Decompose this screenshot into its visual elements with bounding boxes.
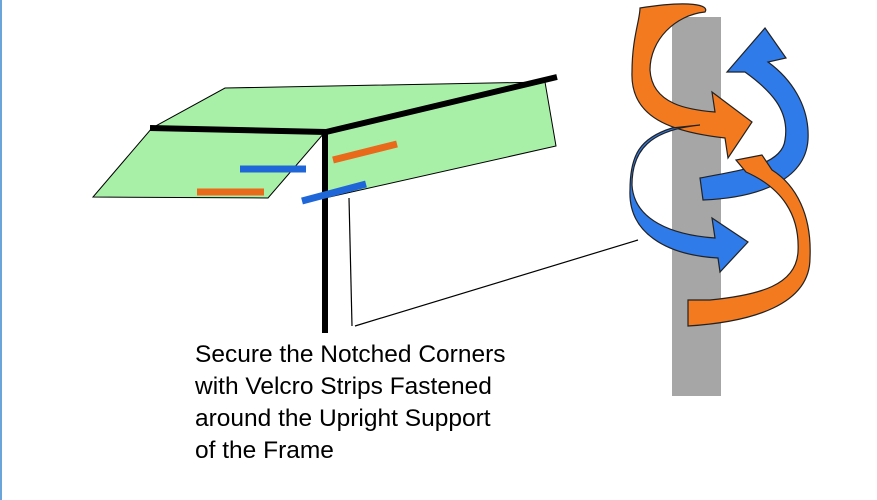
callout-line-diagonal <box>354 239 639 327</box>
caption-line-2: with Velcro Strips Fastened <box>195 373 492 400</box>
velcro-strip-blue-right <box>301 180 367 205</box>
frame-beam-right <box>325 74 558 135</box>
canopy-left-panel <box>91 127 327 199</box>
diagram-caption: Secure the Notched Corners with Velcro S… <box>195 339 595 467</box>
blue-wrap-arrow-top <box>699 27 809 201</box>
orange-wrap-arrow-bottom <box>687 154 811 327</box>
upright-support-post <box>672 17 721 396</box>
orange-wrap-arrow-top <box>631 3 753 160</box>
frame-beam-left <box>149 125 327 135</box>
left-border-line <box>0 0 2 500</box>
callout-line-vertical <box>348 197 353 327</box>
caption-line-1: Secure the Notched Corners <box>195 341 506 368</box>
velcro-strip-orange-right <box>332 140 398 164</box>
blue-wrap-arrow-bottom <box>629 124 749 274</box>
caption-line-3: around the Upright Support <box>195 405 491 432</box>
caption-line-4: of the Frame <box>195 437 334 464</box>
